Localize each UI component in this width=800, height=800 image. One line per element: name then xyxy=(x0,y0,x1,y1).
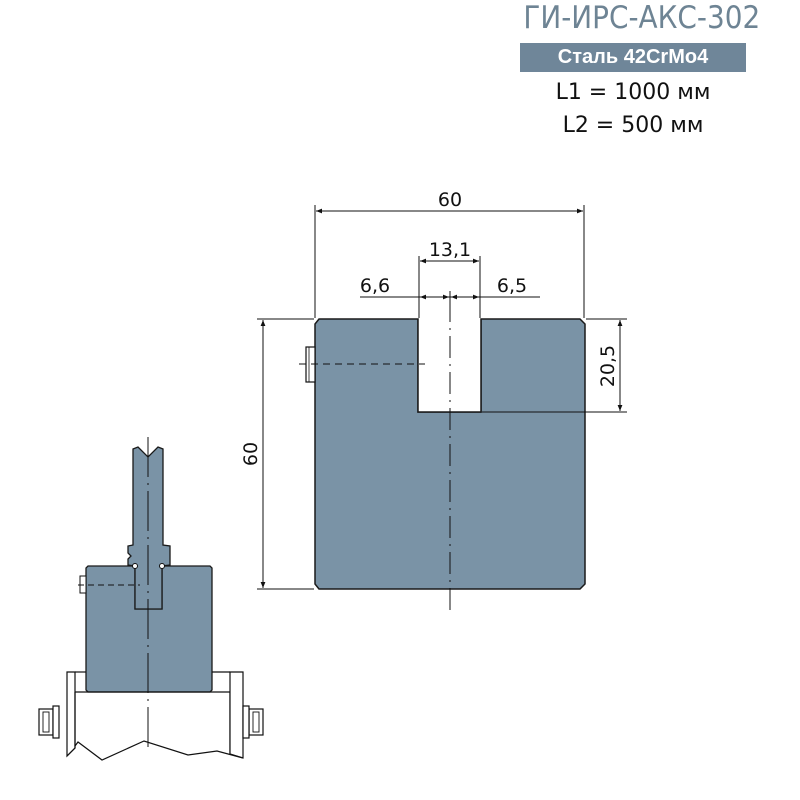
dimension-slot-depth: 20,5 xyxy=(482,318,627,413)
product-code-title: ГИ-ИРС-АКС-302 xyxy=(523,0,760,36)
main-block-view xyxy=(299,300,586,612)
dimension-overall-width: 60 xyxy=(314,189,585,318)
svg-text:60: 60 xyxy=(240,442,262,466)
dimension-slot-offsets: 6,6 6,5 xyxy=(360,275,540,318)
side-screw-icon xyxy=(299,346,425,383)
right-clamp-screw-icon xyxy=(248,708,264,736)
dimension-slot-width: 13,1 xyxy=(418,239,481,318)
left-clamp-screw-icon xyxy=(38,708,54,736)
assembly-view xyxy=(38,437,264,761)
dimension-overall-height: 60 xyxy=(240,318,314,590)
svg-text:13,1: 13,1 xyxy=(429,239,471,261)
svg-text:20,5: 20,5 xyxy=(597,345,619,387)
clamp-beam xyxy=(38,671,264,761)
spec-l1: L1 = 1000 мм xyxy=(555,80,711,105)
svg-text:60: 60 xyxy=(438,189,462,211)
spec-l2: L2 = 500 мм xyxy=(562,113,704,138)
material-badge: Сталь 42CrMo4 xyxy=(520,43,746,72)
svg-text:6,6: 6,6 xyxy=(360,275,390,297)
svg-text:6,5: 6,5 xyxy=(497,275,527,297)
